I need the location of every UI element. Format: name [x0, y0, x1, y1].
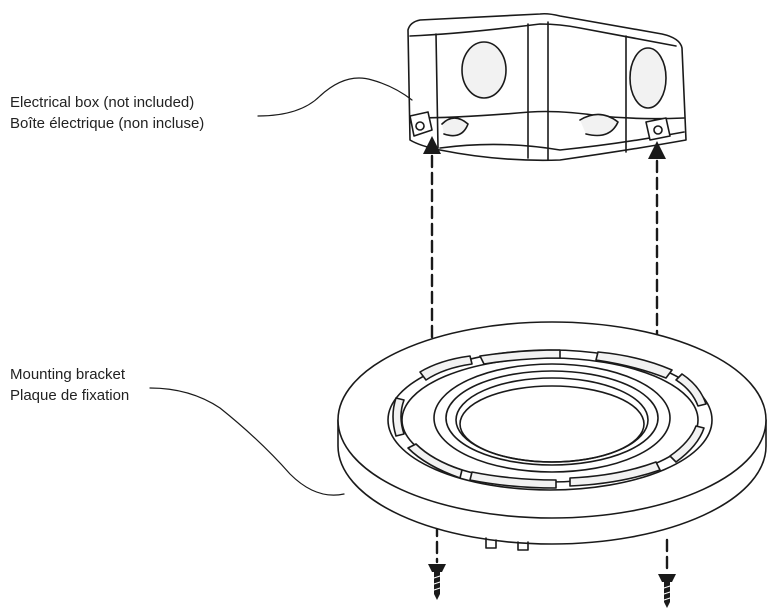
mounting-bracket	[337, 321, 767, 551]
box-bottom-lip	[439, 131, 685, 151]
bracket-slots	[392, 349, 707, 489]
knockout-side	[629, 47, 667, 109]
knockout-front	[461, 41, 507, 99]
label-mounting-bracket-fr: Plaque de fixation	[10, 387, 130, 404]
leader-line-mounting-bracket	[149, 387, 345, 496]
electrical-box	[407, 12, 687, 162]
slot	[407, 443, 463, 479]
screw-icon	[428, 564, 446, 600]
slot	[469, 471, 557, 489]
up-arrow-icon	[648, 141, 666, 159]
box-ear-left	[409, 111, 433, 137]
box-seam-left	[435, 33, 439, 149]
up-arrow-icon	[423, 136, 441, 154]
label-mounting-bracket: Mounting bracket Plaque de fixation	[10, 364, 129, 406]
slot	[419, 355, 473, 381]
knockout-under-right	[579, 113, 619, 137]
label-electrical-box-fr: Boîte électrique (non incluse)	[10, 115, 205, 132]
slot	[569, 461, 661, 487]
label-mounting-bracket-en: Mounting bracket	[10, 366, 126, 383]
slot	[392, 397, 405, 437]
bracket-notch-left	[485, 537, 497, 549]
box-bottom-edge	[411, 110, 685, 120]
slot	[675, 373, 707, 407]
box-ear-right	[645, 117, 671, 141]
knockout-under-left	[441, 117, 469, 137]
leader-line-electrical-box	[257, 77, 413, 117]
screw-icon	[658, 574, 676, 608]
bracket-center-opening-edge	[459, 385, 645, 463]
slot	[595, 351, 673, 379]
slot	[669, 425, 705, 463]
label-electrical-box-en: Electrical box (not included)	[10, 94, 195, 111]
bracket-notch-right	[517, 541, 529, 551]
label-electrical-box: Electrical box (not included) Boîte élec…	[10, 92, 204, 134]
box-top-rim	[409, 23, 677, 47]
slot	[479, 349, 561, 365]
bracket-inner-ring-mid	[445, 370, 659, 466]
